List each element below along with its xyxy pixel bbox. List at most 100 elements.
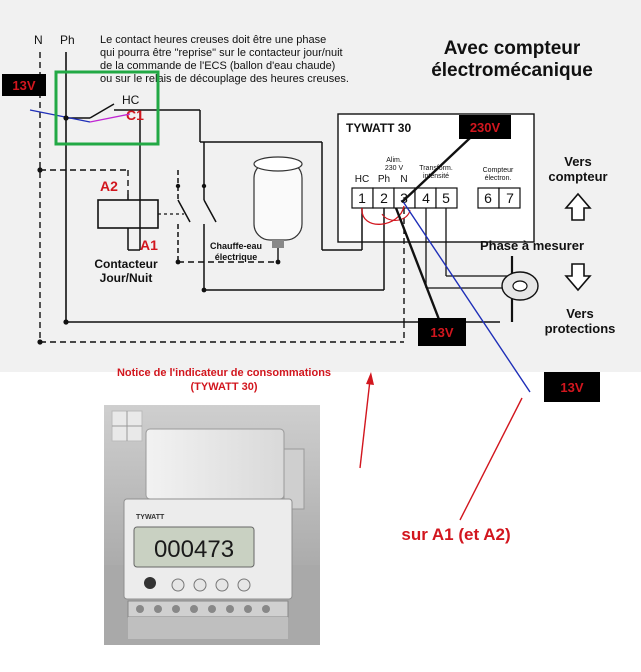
contact-terminal-2 bbox=[201, 183, 207, 189]
label-vers-compteur-2: compteur bbox=[548, 169, 607, 184]
label-alim-1: Alim. bbox=[386, 157, 402, 164]
contactor-coil bbox=[97, 199, 159, 229]
label-contacteur-line-2: Jour/Nuit bbox=[100, 271, 153, 285]
label-phase-a-mesurer: Phase à mesurer bbox=[480, 238, 584, 253]
label-a1: A1 bbox=[140, 237, 158, 253]
diagram-title-line-2: électromécanique bbox=[431, 60, 593, 81]
contact-1-blade bbox=[177, 199, 191, 223]
badge-13v-right bbox=[544, 372, 600, 402]
terminal-7 bbox=[498, 187, 521, 209]
device-screw-7 bbox=[244, 605, 252, 613]
annotation-blue-wire-c1 bbox=[29, 109, 91, 123]
device-brand: TYWATT bbox=[136, 514, 165, 521]
label-n: N bbox=[34, 33, 43, 47]
tywatt-name: TYWATT 30 bbox=[346, 121, 411, 135]
annotation-black-line-13v bbox=[394, 207, 442, 323]
arrow-down-icon bbox=[564, 263, 592, 292]
label-compteur-1: Compteur bbox=[483, 167, 514, 174]
label-chauffe-line-2: électrique bbox=[215, 252, 258, 262]
device-screw-6 bbox=[226, 605, 234, 613]
terminal-number-7: 7 bbox=[506, 190, 514, 206]
top-note-line-2: qui pourra être "reprise" sur le contact… bbox=[100, 47, 343, 59]
label-a2: A2 bbox=[100, 178, 118, 194]
badge-13v-right-text: 13V bbox=[560, 380, 583, 395]
top-note-line-1: Le contact heures creuses doit être une … bbox=[100, 34, 326, 46]
label-chauffe-line-1: Chauffe-eau bbox=[210, 241, 262, 251]
terminal-number-5: 5 bbox=[442, 190, 450, 206]
junction-a2 bbox=[37, 167, 43, 173]
current-transformer-hole bbox=[512, 280, 528, 292]
device-screw-2 bbox=[154, 605, 162, 613]
junction-heater-ph bbox=[201, 287, 207, 293]
terminal-label-hc: HC bbox=[355, 174, 369, 185]
badge-230v-text: 230V bbox=[470, 120, 501, 135]
annotation-red-arrow-shaft bbox=[359, 379, 371, 469]
device-display-value: 000473 bbox=[154, 536, 234, 563]
annotation-black-line-230v bbox=[401, 137, 471, 203]
junction-phase-bottom bbox=[63, 319, 69, 325]
device-screw-8 bbox=[262, 605, 270, 613]
highlight-box-c1 bbox=[54, 70, 160, 146]
water-heater-top bbox=[253, 156, 303, 172]
annotation-red-loop-2 bbox=[381, 209, 411, 221]
badge-13v-mid bbox=[418, 318, 466, 346]
device-button-5 bbox=[237, 578, 251, 592]
junction-neutral-bottom bbox=[37, 339, 43, 345]
terminal-label-ph: Ph bbox=[378, 174, 390, 185]
heater-junction bbox=[275, 259, 281, 265]
annotation-red-line-sur-a1 bbox=[459, 397, 523, 521]
terminal-number-3: 3 bbox=[400, 190, 408, 206]
water-heater-base bbox=[272, 240, 284, 248]
terminal-number-4: 4 bbox=[422, 190, 430, 206]
label-vers-protections-2: protections bbox=[545, 321, 616, 336]
label-alim-2: 230 V bbox=[385, 165, 404, 172]
badge-13v-mid-text: 13V bbox=[430, 325, 453, 340]
device-button-4 bbox=[215, 578, 229, 592]
device-illustration: TYWATT 000473 bbox=[104, 405, 320, 645]
top-note: Le contact heures creuses doit être une … bbox=[100, 34, 349, 85]
junction-heater-n bbox=[175, 259, 181, 265]
badge-13v-top bbox=[2, 74, 46, 96]
contact-terminal-1 bbox=[175, 183, 181, 189]
device-screw-5 bbox=[208, 605, 216, 613]
label-vers-protections-1: Vers bbox=[566, 306, 593, 321]
top-note-line-3: de la commande de l'ECS (ballon d'eau ch… bbox=[100, 60, 335, 72]
top-note-line-4: ou sur le relais de découplage des heure… bbox=[100, 73, 349, 85]
device-button-3 bbox=[193, 578, 207, 592]
diagram-title-line-1: Avec compteur bbox=[444, 38, 581, 59]
terminal-number-1: 1 bbox=[358, 190, 366, 206]
device-side bbox=[283, 448, 305, 510]
contact-2-blade bbox=[203, 199, 217, 223]
device-screw-3 bbox=[172, 605, 180, 613]
badge-13v-top-text: 13V bbox=[12, 78, 35, 93]
annotation-red-loop bbox=[361, 205, 405, 225]
water-heater-body bbox=[253, 161, 303, 241]
device-top-housing bbox=[145, 428, 285, 500]
label-c1: C1 bbox=[126, 107, 144, 123]
label-compteur-2: électron. bbox=[485, 175, 512, 182]
device-screw-1 bbox=[136, 605, 144, 613]
caption-line-1: Notice de l'indicateur de consommations bbox=[117, 367, 331, 379]
label-vers-compteur-1: Vers bbox=[564, 154, 591, 169]
caption-line-2: (TYWATT 30) bbox=[190, 381, 257, 393]
badge-230v bbox=[459, 115, 511, 139]
device-lcd bbox=[133, 526, 255, 568]
arrow-up-icon bbox=[564, 192, 592, 221]
device-screw-4 bbox=[190, 605, 198, 613]
device-button-1 bbox=[144, 577, 156, 589]
terminal-label-n: N bbox=[400, 174, 407, 185]
junction-c1 bbox=[63, 115, 69, 121]
annotation-blue-line bbox=[401, 199, 531, 393]
label-contacteur-line-1: Contacteur bbox=[94, 257, 158, 271]
annotation-red-arrow-head bbox=[366, 372, 374, 385]
terminal-block: 1 2 3 4 5 6 7 bbox=[351, 187, 521, 209]
label-ph: Ph bbox=[60, 33, 75, 47]
device-photo: TYWATT 000473 bbox=[104, 405, 320, 645]
terminal-number-6: 6 bbox=[484, 190, 492, 206]
annotation-magenta-wire-c1 bbox=[89, 113, 131, 123]
device-din-rail bbox=[128, 617, 288, 639]
label-sur-a1: sur A1 (et A2) bbox=[401, 525, 510, 544]
label-transfo-2: intensité bbox=[423, 173, 449, 180]
